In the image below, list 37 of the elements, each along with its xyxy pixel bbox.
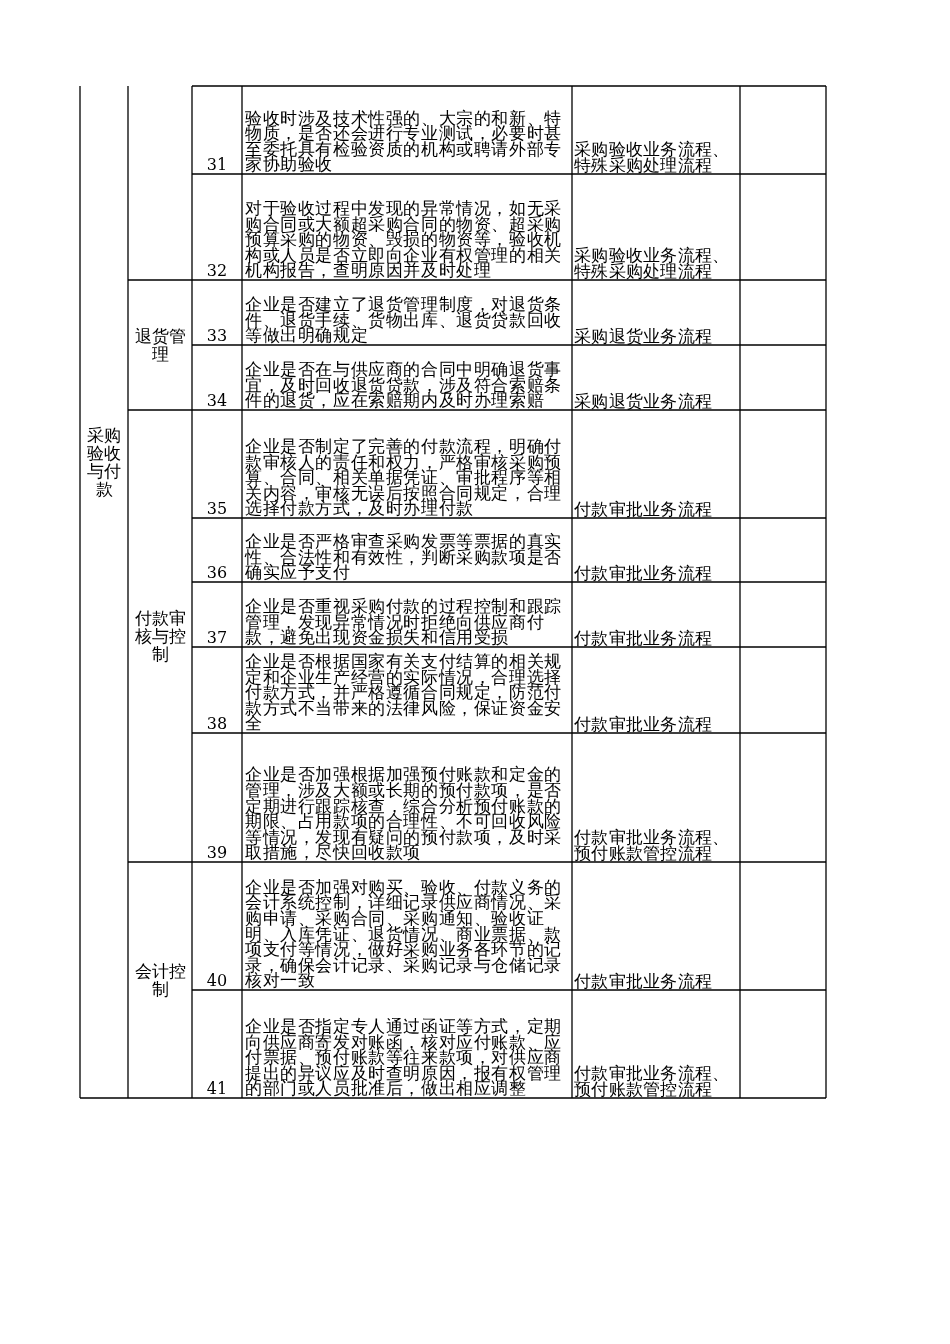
control-question: 企业是否严格审查采购发票等票据的真实性、合法性和有效性，判断采购款项是否确实应予支付 [245,534,563,581]
control-question: 企业是否制定了完善的付款流程，明确付款审核人的责任和权力，严格审核采购预算、合同、相关单据凭证、审批程序等相关内容，审核无误后按照合同规定，合理选择付款方式，及时办理付款 [245,439,563,517]
item-number: 31 [206,157,228,173]
process-name: 付款审批业务流程 [574,716,713,732]
control-question: 企业是否加强对购买、验收、付款义务的会计系统控制，详细记录供应商情况、采购申请、采购合同、采购通知、验收证明、入库凭证、退货情况、商业票据、款项支付等情况，做好采购业务各环节的记录，确保会计记录、采购记录与仓储记录核对一致 [245,879,563,989]
process-name: 采购验收业务流程、特殊采购处理流程 [574,141,731,173]
control-question: 企业是否建立了退货管理制度，对退货条件、退货手续、货物出库、退货贷款回收等做出明确规定 [245,297,563,344]
process-name: 付款审批业务流程、预付账款管控流程 [574,829,731,861]
item-number: 39 [206,845,228,861]
control-question: 企业是否在与供应商的合同中明确退货事宜，及时回收退货贷款，涉及符合索赔条件的退货，应在索赔期内及时办理索赔 [245,362,563,409]
control-question: 企业是否指定专人通过函证等方式，定期向供应商寄发对账函，核对应付账款、应付票据、预付账款等往来款项，对供应商提出的异议应及时查明原因，报有权管理的部门或人员批准后，做出相应调整 [245,1019,563,1097]
control-question: 企业是否根据国家有关支付结算的相关规定和企业生产经营的实际情况，合理选择付款方式，并严格遵循合同规定，防范付款方式不当带来的法律风险，保证资金安全 [245,654,563,732]
item-number: 32 [206,263,228,279]
subcategory-label: 会计控制 [133,962,187,998]
process-name: 采购退货业务流程 [574,328,713,344]
item-number: 40 [206,973,228,989]
control-question: 企业是否加强根据加强预付账款和定金的管理，涉及大额或长期的预付款项，是否定期进行跟踪核查，综合分析预付账款的期限、占用款项的合理性、不可回收风险等情况，发现有疑问的预付款项，及时采取措施，尽快回收款项 [245,767,563,861]
item-number: 34 [206,393,228,409]
control-question: 验收时涉及技术性强的、大宗的和新、特物质，是否还会进行专业测试，必要时甚至委托具有检验资质的机构或聘请外部专家协助验收 [245,110,563,173]
item-number: 41 [206,1081,228,1097]
item-number: 36 [206,565,228,581]
process-name: 采购退货业务流程 [574,393,713,409]
item-number: 33 [206,328,228,344]
process-name: 采购验收业务流程、特殊采购处理流程 [574,247,731,279]
process-name: 付款审批业务流程 [574,973,713,989]
control-question: 企业是否重视采购付款的过程控制和跟踪管理，发现异常情况时拒绝向供应商付款，避免出现资金损失和信用受损 [245,599,563,646]
control-question: 对于验收过程中发现的异常情况，如无采购合同或大额超采购合同的物资、超采购预算采购的物资、毁损的物资等，验收机构或人员是否立即向企业有权管理的相关机构报告，查明原因并及时处理 [245,201,563,279]
subcategory-label: 付款审核与控制 [133,609,187,663]
category-label: 采购验收与付款 [86,426,122,498]
item-number: 37 [206,630,228,646]
item-number: 35 [206,501,228,517]
item-number: 38 [206,716,228,732]
process-name: 付款审批业务流程 [574,501,713,517]
subcategory-label: 退货管理 [133,327,187,363]
process-name: 付款审批业务流程 [574,630,713,646]
process-name: 付款审批业务流程 [574,565,713,581]
process-name: 付款审批业务流程、预付账款管控流程 [574,1065,731,1097]
